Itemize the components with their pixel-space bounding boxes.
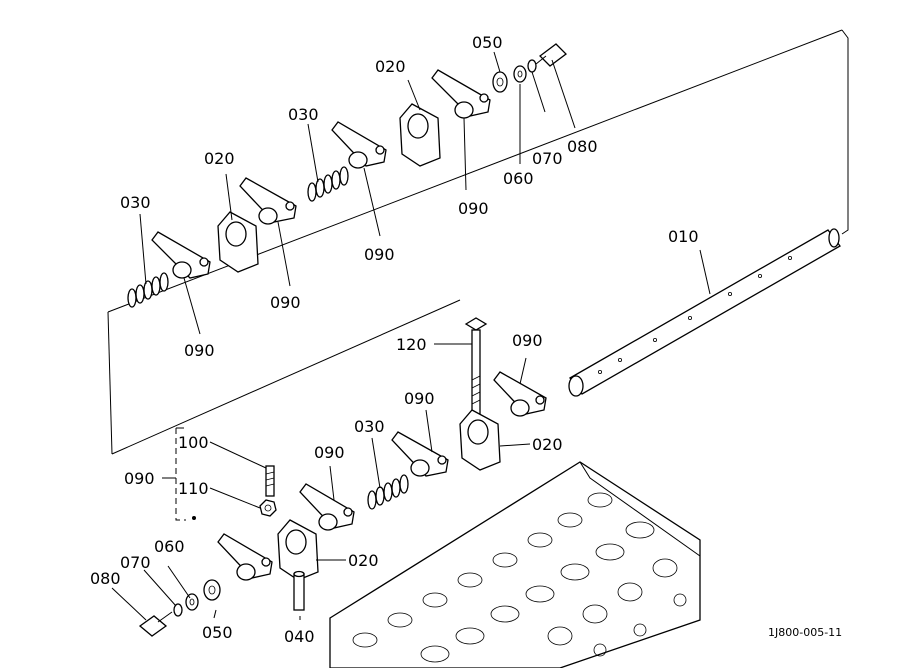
callout-lower-070: 070 (120, 553, 151, 572)
document-code: 1J800-005-11 (768, 626, 842, 639)
lower-rocker-arm-front (217, 533, 273, 581)
upper-rocker-arm-mid (331, 121, 387, 169)
upper-spring-left (127, 272, 169, 308)
callout-upper-090-leftmid: 090 (270, 293, 301, 312)
callout-screw-100: 100 (178, 433, 209, 452)
upper-bracket-right (399, 103, 441, 167)
lower-bolt-080 (138, 611, 173, 637)
callout-assembly-090: 090 (124, 469, 155, 488)
upper-rocker-arm-right (431, 69, 491, 119)
lower-washer-070 (173, 603, 183, 617)
lower-washer-060 (185, 593, 199, 611)
callout-upper-090-left: 090 (184, 341, 215, 360)
callout-nut-110: 110 (178, 479, 209, 498)
callout-upper-020-right: 020 (375, 57, 406, 76)
callout-lower-020-left: 020 (348, 551, 379, 570)
lower-rocker-arm-left (299, 483, 355, 531)
callout-upper-030-left: 030 (120, 193, 151, 212)
callout-lower-060: 060 (154, 537, 185, 556)
upper-bolt-080 (535, 43, 567, 67)
upper-washer-050 (492, 71, 508, 93)
callout-upper-050: 050 (472, 33, 503, 52)
callout-upper-090-mid: 090 (364, 245, 395, 264)
lower-washer-050 (203, 579, 221, 601)
upper-bracket-left (217, 211, 259, 273)
pin-040 (293, 570, 305, 611)
callout-lower-090-top: 090 (512, 331, 543, 350)
callout-pin-040: 040 (284, 627, 315, 646)
upper-rocker-arm-leftmid (239, 177, 297, 225)
upper-washer-070 (527, 59, 537, 73)
callout-upper-020-left: 020 (204, 149, 235, 168)
lower-rocker-arm-mid (391, 431, 449, 477)
rocker-shaft-010 (568, 228, 841, 397)
adjusting-screw-100 (265, 465, 275, 497)
callout-lower-020-right: 020 (532, 435, 563, 454)
lower-bracket-left (277, 519, 319, 581)
lower-rocker-arm-top (493, 371, 547, 417)
bolt-120 (464, 317, 488, 415)
callout-bolt-120: 120 (396, 335, 427, 354)
lower-spring (367, 474, 409, 510)
callout-upper-070: 070 (532, 149, 563, 168)
callout-labels: 020 050 070 080 060 090 030 090 020 030 … (90, 33, 842, 646)
callout-upper-030-mid: 030 (288, 105, 319, 124)
cylinder-head (329, 461, 701, 668)
callout-upper-090-right: 090 (458, 199, 489, 218)
lower-bracket-right (459, 409, 501, 471)
upper-rocker-arm-left (151, 231, 211, 279)
callout-shaft-010: 010 (668, 227, 699, 246)
callout-upper-080: 080 (567, 137, 598, 156)
callout-lower-080: 080 (90, 569, 121, 588)
callout-upper-060: 060 (503, 169, 534, 188)
callout-lower-090-mid: 090 (404, 389, 435, 408)
callout-lower-050: 050 (202, 623, 233, 642)
callout-lower-030: 030 (354, 417, 385, 436)
nut-110 (259, 499, 277, 517)
upper-spring-mid (307, 166, 349, 202)
callout-lower-090-left: 090 (314, 443, 345, 462)
leader-lines (111, 51, 711, 621)
upper-washer-060 (513, 65, 527, 83)
